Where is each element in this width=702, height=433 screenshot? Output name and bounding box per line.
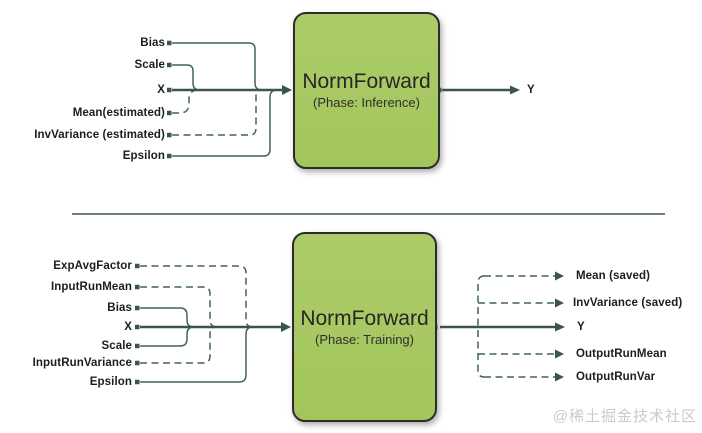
inference-input-mean: Mean(estimated) (72, 107, 165, 119)
connector-inference-invvariance-estimated (172, 92, 257, 136)
training-input-x: X (124, 321, 132, 333)
dot-inference-invvariance (167, 132, 172, 138)
arrowhead-outputrunvar (555, 372, 564, 382)
dot-training-inputrunvariance (135, 360, 140, 366)
training-input-expavgfactor: ExpAvgFactor (53, 260, 132, 272)
dot-training-epsilon (135, 379, 140, 385)
connector-training-output-vertical (477, 275, 485, 378)
dot-inference-bias (167, 40, 172, 46)
training-input-inputrunvariance: InputRunVariance (32, 357, 132, 369)
dot-training-bias (135, 305, 140, 311)
dot-inference-epsilon (167, 153, 172, 159)
training-input-epsilon: Epsilon (89, 376, 132, 388)
inference-input-scale: Scale (134, 59, 165, 71)
training-box-title: NormForward (300, 306, 429, 330)
inference-box-title: NormForward (302, 70, 431, 93)
dot-training-expavgfactor (135, 263, 140, 269)
dot-training-scale (135, 343, 140, 349)
inference-input-epsilon: Epsilon (122, 150, 165, 162)
inference-input-invvariance: InvVariance (estimated) (34, 129, 165, 141)
watermark-text: @稀土掘金技术社区 (552, 408, 697, 425)
training-output-outputrunvar: OutputRunVar (576, 371, 656, 383)
arrowhead-inference-box-entry (282, 85, 292, 95)
training-output-invvariance-saved: InvVariance (saved) (573, 297, 683, 309)
inference-input-x: X (157, 84, 165, 96)
connector-training-expavgfactor (140, 265, 254, 328)
inference-output-y: Y (527, 84, 535, 96)
training-input-bias: Bias (107, 302, 132, 314)
arrowhead-invvariance-saved (555, 298, 564, 308)
training-output-y: Y (577, 321, 585, 333)
connector-training-epsilon (140, 326, 254, 383)
arrowhead-training-box-entry (281, 322, 291, 332)
arrowhead-mean-saved (555, 271, 564, 281)
training-input-scale: Scale (101, 340, 132, 352)
dot-inference-mean (167, 110, 172, 116)
inference-box-subtitle: (Phase: Inference) (313, 95, 420, 110)
training-input-inputrunmean: InputRunMean (50, 281, 132, 293)
training-norm-forward-box: NormForward (Phase: Training) (292, 232, 437, 422)
dot-training-inputrunmean (135, 284, 140, 290)
connector-inference-epsilon (172, 89, 278, 157)
training-output-outputrunmean: OutputRunMean (576, 348, 667, 360)
training-output-mean-saved: Mean (saved) (576, 270, 651, 282)
inference-norm-forward-box: NormForward (Phase: Inference) (293, 12, 440, 169)
dot-inference-scale (167, 62, 172, 68)
arrowhead-outputrunmean (555, 349, 564, 359)
connector-training-bias (140, 307, 195, 328)
dot-inference-x (167, 87, 172, 93)
arrowhead-inference-y (510, 85, 520, 95)
dot-training-x (135, 324, 140, 330)
connector-inference-scale (172, 64, 201, 91)
connector-inference-bias (172, 42, 263, 91)
training-box-subtitle: (Phase: Training) (315, 331, 414, 347)
connector-inference-mean-estimated (172, 89, 199, 114)
connector-training-scale (140, 326, 195, 347)
connector-training-inputrunvariance (140, 326, 218, 364)
arrowhead-training-y (555, 322, 565, 332)
connector-training-inputrunmean (140, 286, 218, 328)
inference-input-bias: Bias (140, 37, 165, 49)
